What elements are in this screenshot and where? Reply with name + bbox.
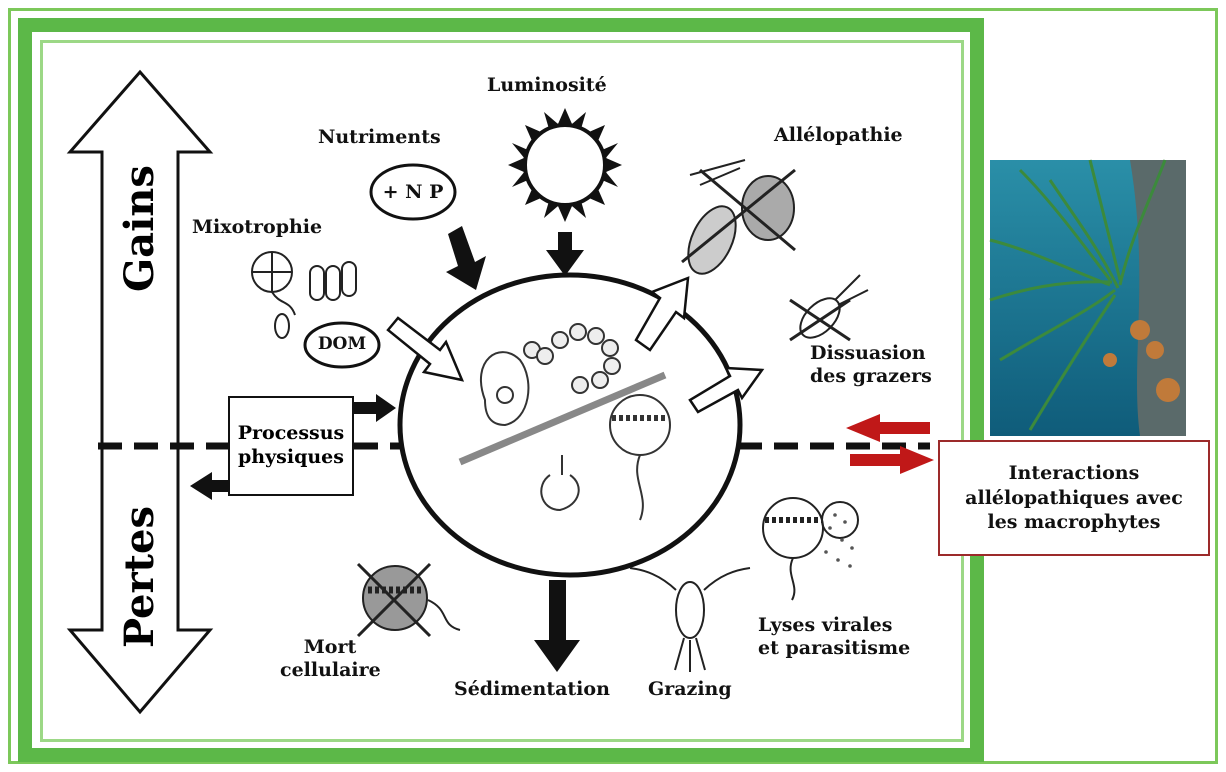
process-in-arrow: [354, 394, 396, 422]
allelopathy-organisms-icon: [679, 160, 795, 281]
sedimentation-label: Sédimentation: [454, 678, 610, 701]
nutrient-arrow: [446, 226, 486, 290]
mixotrophie-label: Mixotrophie: [192, 216, 322, 239]
gains-label: Gains: [116, 182, 166, 292]
copepod-icon: [630, 568, 750, 672]
dom-label: DOM: [312, 334, 372, 354]
processus-physiques-box: Processus physiques: [228, 396, 354, 496]
interactions-label: Interactions allélopathiques avec les ma…: [965, 461, 1183, 535]
processus-label: Processus physiques: [238, 422, 345, 470]
virus-lysis-icon: [763, 498, 858, 600]
mort-cellulaire-label: Mort cellulaire: [280, 636, 380, 682]
grazing-label: Grazing: [648, 678, 732, 701]
interactions-box: Interactions allélopathiques avec les ma…: [938, 440, 1210, 556]
central-community-ellipse: [400, 275, 740, 575]
np-label: + N P: [380, 181, 446, 204]
red-arrow-left: [846, 414, 930, 442]
sun-down-arrow: [546, 232, 584, 276]
crossed-copepod-icon: [790, 275, 868, 345]
seagrass-photo: [990, 160, 1186, 436]
sedimentation-arrow: [534, 580, 580, 672]
luminosite-label: Luminosité: [487, 74, 607, 97]
nutriments-label: Nutriments: [318, 126, 441, 149]
process-out-arrow: [190, 472, 228, 500]
pertes-label: Pertes: [116, 522, 166, 648]
red-arrow-right: [850, 446, 934, 474]
dissuasion-label: Dissuasion des grazers: [810, 342, 932, 388]
allelopathie-label: Allélopathie: [774, 124, 903, 147]
dead-cell-icon: [358, 564, 460, 636]
lyses-label: Lyses virales et parasitisme: [758, 614, 910, 660]
sun-icon: [508, 108, 622, 222]
